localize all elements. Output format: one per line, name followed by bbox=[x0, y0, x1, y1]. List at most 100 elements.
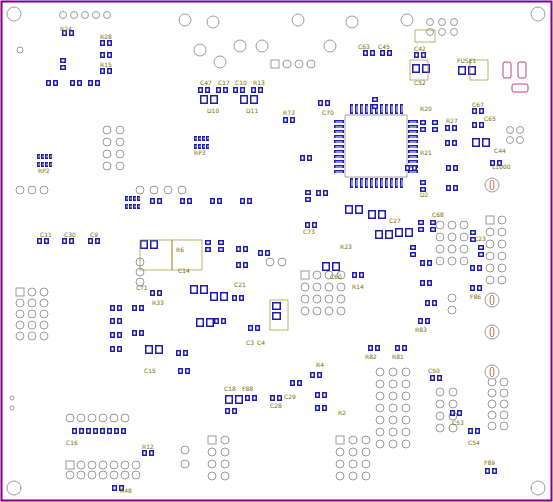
smd-pad bbox=[400, 178, 403, 188]
through-hole bbox=[402, 428, 410, 436]
pad-center bbox=[377, 232, 382, 238]
pad-center bbox=[410, 127, 417, 128]
through-hole bbox=[77, 461, 85, 469]
smd-pad bbox=[117, 305, 122, 311]
pad-center bbox=[472, 267, 474, 270]
smd-pad bbox=[60, 58, 66, 63]
through-hole bbox=[16, 299, 24, 307]
through-hole bbox=[278, 258, 286, 266]
pad-center bbox=[474, 124, 476, 127]
smd-pad bbox=[194, 136, 197, 141]
pad-center bbox=[112, 307, 114, 310]
pad-center bbox=[354, 274, 356, 277]
through-hole bbox=[313, 295, 321, 303]
pad-center bbox=[470, 430, 472, 433]
through-hole bbox=[88, 461, 96, 469]
through-hole bbox=[28, 288, 36, 296]
through-hole bbox=[292, 14, 304, 26]
smd-pad bbox=[430, 227, 436, 232]
pad-center bbox=[416, 54, 418, 57]
smd-pad bbox=[240, 87, 245, 93]
smd-pad bbox=[150, 290, 155, 296]
pad-center bbox=[119, 334, 121, 337]
smd-pad bbox=[365, 104, 368, 114]
pad-center bbox=[250, 327, 252, 330]
pad-center bbox=[39, 156, 40, 158]
smd-pad bbox=[315, 392, 320, 398]
smd-pad bbox=[345, 205, 353, 214]
smd-pad bbox=[412, 165, 417, 171]
pad-center bbox=[374, 106, 377, 108]
smd-pad bbox=[378, 210, 386, 219]
pad-center bbox=[474, 140, 479, 146]
through-hole bbox=[337, 295, 345, 303]
pad-center bbox=[367, 180, 368, 187]
smd-pad bbox=[355, 205, 363, 214]
through-hole bbox=[376, 380, 384, 388]
pad-center bbox=[39, 164, 40, 166]
pad-center bbox=[207, 89, 209, 92]
through-hole bbox=[507, 127, 514, 134]
smd-pad bbox=[414, 52, 419, 58]
pad-center bbox=[151, 452, 153, 455]
smd-pad bbox=[352, 272, 357, 278]
smd-pad bbox=[445, 125, 450, 131]
smd-pad bbox=[380, 178, 383, 188]
through-hole bbox=[82, 12, 89, 19]
through-hole bbox=[500, 389, 508, 397]
through-hole bbox=[500, 411, 508, 419]
pad-center bbox=[212, 200, 214, 203]
pad-center bbox=[249, 200, 251, 203]
pad-center bbox=[307, 192, 310, 194]
through-hole bbox=[349, 448, 357, 456]
pad-center bbox=[272, 397, 274, 400]
smd-pad bbox=[194, 144, 197, 149]
pad-center bbox=[202, 97, 207, 103]
part-label: R28 bbox=[100, 34, 112, 40]
through-hole bbox=[336, 448, 344, 456]
smd-pad bbox=[117, 346, 122, 352]
smd-pad bbox=[418, 227, 424, 232]
pad-center bbox=[420, 320, 422, 323]
smd-pad bbox=[410, 245, 416, 250]
through-hole bbox=[460, 221, 468, 229]
part-label: R20 bbox=[420, 106, 432, 112]
smd-pad bbox=[114, 428, 119, 434]
smd-pad bbox=[137, 204, 140, 209]
through-hole bbox=[99, 471, 107, 479]
pad-center bbox=[43, 156, 44, 158]
smd-pad bbox=[137, 196, 140, 201]
smd-pad bbox=[408, 155, 418, 158]
smd-pad bbox=[445, 140, 450, 146]
smd-pad bbox=[452, 140, 457, 146]
through-hole bbox=[448, 257, 456, 265]
pad-center bbox=[397, 180, 398, 187]
pad-center bbox=[198, 320, 203, 326]
part-label: C73 bbox=[303, 229, 315, 235]
pad-center bbox=[299, 382, 301, 385]
smd-pad bbox=[322, 405, 327, 411]
pad-center bbox=[422, 122, 425, 124]
smd-pad bbox=[316, 190, 321, 196]
through-hole bbox=[121, 461, 129, 469]
pad-center bbox=[74, 430, 76, 433]
pad-center bbox=[479, 287, 481, 290]
through-hole bbox=[325, 307, 333, 315]
through-hole bbox=[460, 233, 468, 241]
through-hole bbox=[500, 422, 508, 430]
through-hole bbox=[301, 307, 309, 315]
smd-pad bbox=[312, 222, 317, 228]
pad-center bbox=[252, 97, 257, 103]
through-hole bbox=[402, 368, 410, 376]
pad-center bbox=[397, 347, 399, 350]
pad-center bbox=[362, 106, 363, 113]
smd-pad bbox=[305, 197, 311, 202]
pad-center bbox=[292, 382, 294, 385]
pad-center bbox=[112, 348, 114, 351]
pad-center bbox=[279, 397, 281, 400]
smd-pad bbox=[360, 178, 363, 188]
through-hole bbox=[517, 127, 524, 134]
part-label: R21 bbox=[420, 150, 432, 156]
pad-center bbox=[336, 137, 343, 138]
smd-pad bbox=[380, 104, 383, 114]
